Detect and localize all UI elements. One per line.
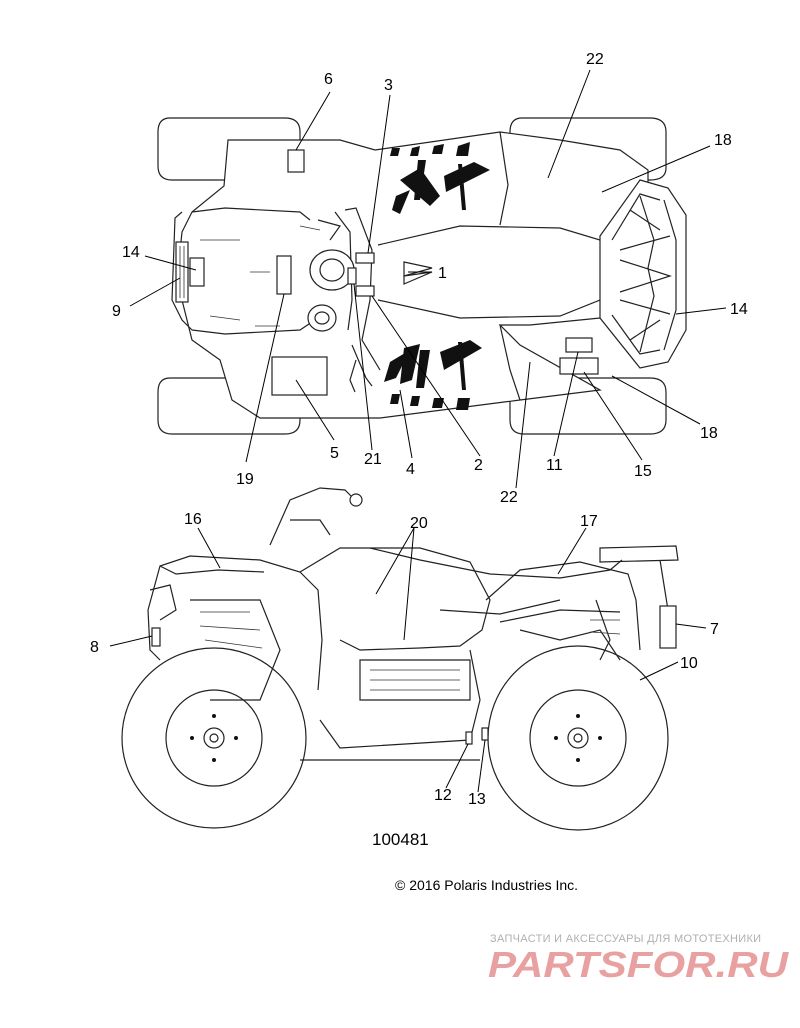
callout-5: 5 xyxy=(330,445,339,462)
side-front-tire xyxy=(121,647,307,829)
side-tank-panel xyxy=(299,547,491,651)
callout-6: 6 xyxy=(324,71,333,88)
top-decal-5 xyxy=(271,356,328,396)
callout-18-bottom: 18 xyxy=(700,425,718,442)
top-graphic-left-fender xyxy=(390,142,490,214)
callout-14-left: 14 xyxy=(122,244,140,261)
callout-11: 11 xyxy=(546,457,563,474)
callout-21: 21 xyxy=(364,451,382,468)
side-rear-tire xyxy=(487,645,669,831)
figure-number: 100481 xyxy=(372,830,429,849)
top-decal-6 xyxy=(287,149,305,173)
callout-18-top: 18 xyxy=(714,132,732,149)
callout-22-bottom: 22 xyxy=(500,489,518,506)
callout-4: 4 xyxy=(406,461,415,478)
callout-14-right: 14 xyxy=(730,301,748,318)
callout-8: 8 xyxy=(90,639,99,656)
leader-lines xyxy=(109,69,727,793)
callout-labels: 6 3 22 18 14 1 9 14 5 19 21 4 2 22 11 15… xyxy=(90,51,748,808)
callout-12: 12 xyxy=(434,787,452,804)
callout-17: 17 xyxy=(580,513,598,530)
callout-13: 13 xyxy=(468,791,486,808)
callout-9: 9 xyxy=(112,303,121,320)
callout-19: 19 xyxy=(236,471,254,488)
top-front-decal-14 xyxy=(189,257,205,287)
side-front-fender xyxy=(147,555,323,691)
side-handlebar xyxy=(269,487,356,546)
side-decal-12 xyxy=(465,731,473,745)
watermark-logo-text: PARTSFOR.RU xyxy=(488,946,789,982)
side-decal-7 xyxy=(659,605,677,649)
top-handlebar xyxy=(344,207,381,371)
callout-2: 2 xyxy=(474,457,483,474)
top-graphic-right-fender xyxy=(384,340,482,410)
atv-top-view xyxy=(157,117,687,435)
top-decal-21 xyxy=(347,267,357,285)
side-decal-8 xyxy=(151,627,161,647)
top-instrument-pod xyxy=(309,249,355,291)
atv-side-view xyxy=(121,487,679,831)
top-decal-11 xyxy=(565,337,593,353)
top-decal-3 xyxy=(355,252,375,264)
side-rear-rim xyxy=(529,689,627,787)
callout-3: 3 xyxy=(384,77,393,94)
top-fuel-cap xyxy=(307,304,337,332)
callout-16: 16 xyxy=(184,511,202,528)
callout-10: 10 xyxy=(680,655,698,672)
callout-22-top: 22 xyxy=(586,51,604,68)
callout-1: 1 xyxy=(438,265,447,282)
watermark-tagline: ЗАПЧАСТИ И АКСЕССУАРЫ ДЛЯ МОТОТЕХНИКИ xyxy=(490,933,762,945)
top-decal-19 xyxy=(276,255,292,295)
callout-15: 15 xyxy=(634,463,652,480)
side-rear-rack xyxy=(599,545,679,563)
side-decal-13 xyxy=(481,727,489,741)
top-front-fascia xyxy=(171,211,193,331)
top-decal-2 xyxy=(355,285,375,297)
watermark-logo: PARTSFOR.RU xyxy=(488,946,789,982)
callout-7: 7 xyxy=(710,621,719,638)
callout-20: 20 xyxy=(410,515,428,532)
side-front-rim xyxy=(165,689,263,787)
copyright-notice: © 2016 Polaris Industries Inc. xyxy=(395,877,579,893)
top-headlight xyxy=(175,241,189,303)
top-decal-15 xyxy=(559,357,599,375)
top-rear-rack xyxy=(599,179,687,369)
side-rear-fender xyxy=(485,561,641,651)
